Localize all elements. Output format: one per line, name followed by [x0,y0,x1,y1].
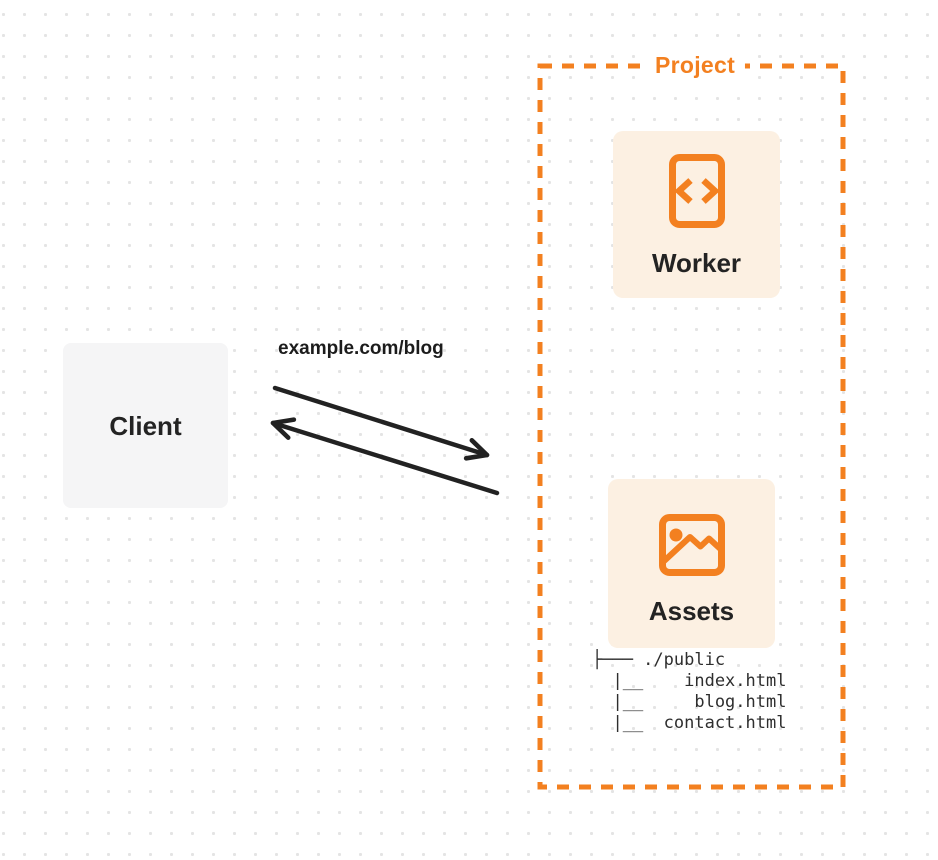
file-tree-line: |__ contact.html [592,713,787,733]
image-icon [658,513,725,576]
worker-node: Worker [613,131,780,298]
request-arrow [272,385,490,461]
file-tree-line: |__ index.html [592,671,787,691]
file-tree-line: ├─── ./public [592,650,726,670]
client-node: Client [63,343,228,508]
worker-label: Worker [651,247,742,278]
response-arrow [270,417,500,496]
file-tree-line: |__ blog.html [592,692,787,712]
project-group-label: Project [644,51,746,80]
assets-label: Assets [648,595,735,626]
code-document-icon [668,153,725,228]
assets-node: Assets [608,479,775,648]
client-label: Client [109,410,182,441]
assets-file-tree: ├─── ./public |__ index.html |__ blog.ht… [592,650,786,734]
request-url-label: example.com/blog [278,338,444,359]
